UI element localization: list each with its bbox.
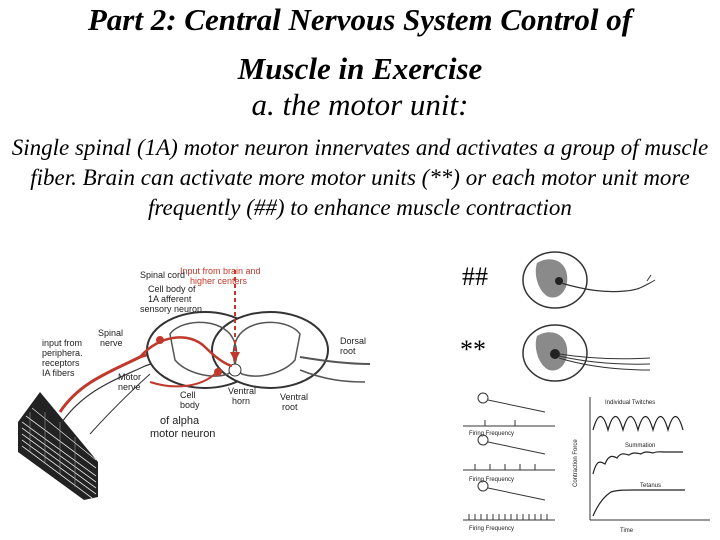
- label-input-periph-1: input from: [42, 338, 82, 348]
- label-cell-body-ia-1: Cell body of: [148, 284, 196, 294]
- alpha-motor-neuron-body: [214, 368, 222, 376]
- summation-curve: [592, 451, 683, 475]
- label-ventral-root-1: Ventral: [280, 392, 308, 402]
- label-input-brain-1: Input from brain and: [180, 266, 261, 276]
- force-axes: [589, 397, 710, 521]
- label-ventral-horn-2: horn: [232, 396, 250, 406]
- contraction-force-chart: Contraction Force Time Individual Twitch…: [573, 397, 710, 534]
- frequency-cord-thumbnail: [522, 251, 656, 309]
- label-motor-nerve-2: nerve: [118, 382, 141, 392]
- label-cell-body-alpha-2: body: [180, 400, 200, 410]
- label-cell-body-ia-3: sensory neuron: [140, 304, 202, 314]
- label-motor-nerve-1: Motor: [118, 372, 141, 382]
- label-individual-twitches: Individual Twitches: [605, 400, 655, 406]
- label-summation: Summation: [625, 443, 655, 449]
- twitch-curve: [592, 415, 684, 433]
- firing-frequency-label-1: Firing Frequency: [469, 431, 514, 437]
- label-cell-body-ia-2: 1A afferent: [148, 294, 192, 304]
- frequency-mark: ##: [462, 262, 488, 291]
- label-dorsal-root-1: Dorsal: [340, 336, 366, 346]
- force-ylabel: Contraction Force: [573, 439, 579, 487]
- label-input-periph-3: receptors: [42, 358, 80, 368]
- label-input-brain-2: higher centers: [190, 276, 248, 286]
- slide-title-line1: Part 2: Central Nervous System Control o…: [87, 2, 633, 37]
- label-dorsal-root-2: root: [340, 346, 356, 356]
- label-spinal-nerve-1: Spinal: [98, 328, 123, 338]
- label-ventral-horn-1: Ventral: [228, 386, 256, 396]
- ia-afferent-cell-body: [156, 336, 164, 344]
- firing-frequency-panel: Firing Frequency Firing Frequency Firing…: [463, 392, 555, 532]
- force-xlabel: Time: [620, 528, 634, 534]
- label-cell-body-alpha-1: Cell: [180, 390, 196, 400]
- recruitment-cord-thumbnail: [522, 324, 651, 382]
- firing-frequency-label-3: Firing Frequency: [469, 526, 514, 532]
- firing-frequency-label-2: Firing Frequency: [469, 477, 514, 483]
- label-input-periph-4: IA fibers: [42, 368, 75, 378]
- label-tetanus: Tetanus: [640, 483, 661, 489]
- spinal-cord-cross-section: [146, 311, 329, 389]
- label-input-periph-2: periphera.: [42, 348, 83, 358]
- spinal-cord-diagram: Input from brain and higher centers Spin…: [18, 266, 371, 500]
- label-ventral-root-2: root: [282, 402, 298, 412]
- recruitment-mark: **: [460, 335, 486, 364]
- label-cell-body-alpha-3: of alpha: [160, 415, 200, 427]
- muscle-fiber-block: [18, 392, 98, 500]
- label-spinal-cord: Spinal cord: [140, 270, 185, 280]
- label-spinal-nerve-2: nerve: [100, 338, 123, 348]
- label-cell-body-alpha-4: motor neuron: [150, 428, 215, 440]
- tetanus-curve: [592, 489, 685, 517]
- slide-body-text: Single spinal (1A) motor neuron innervat…: [11, 135, 709, 220]
- slide-title-line2: Muscle in Exercise: [237, 51, 483, 86]
- slide-subtitle: a. the motor unit:: [251, 87, 469, 122]
